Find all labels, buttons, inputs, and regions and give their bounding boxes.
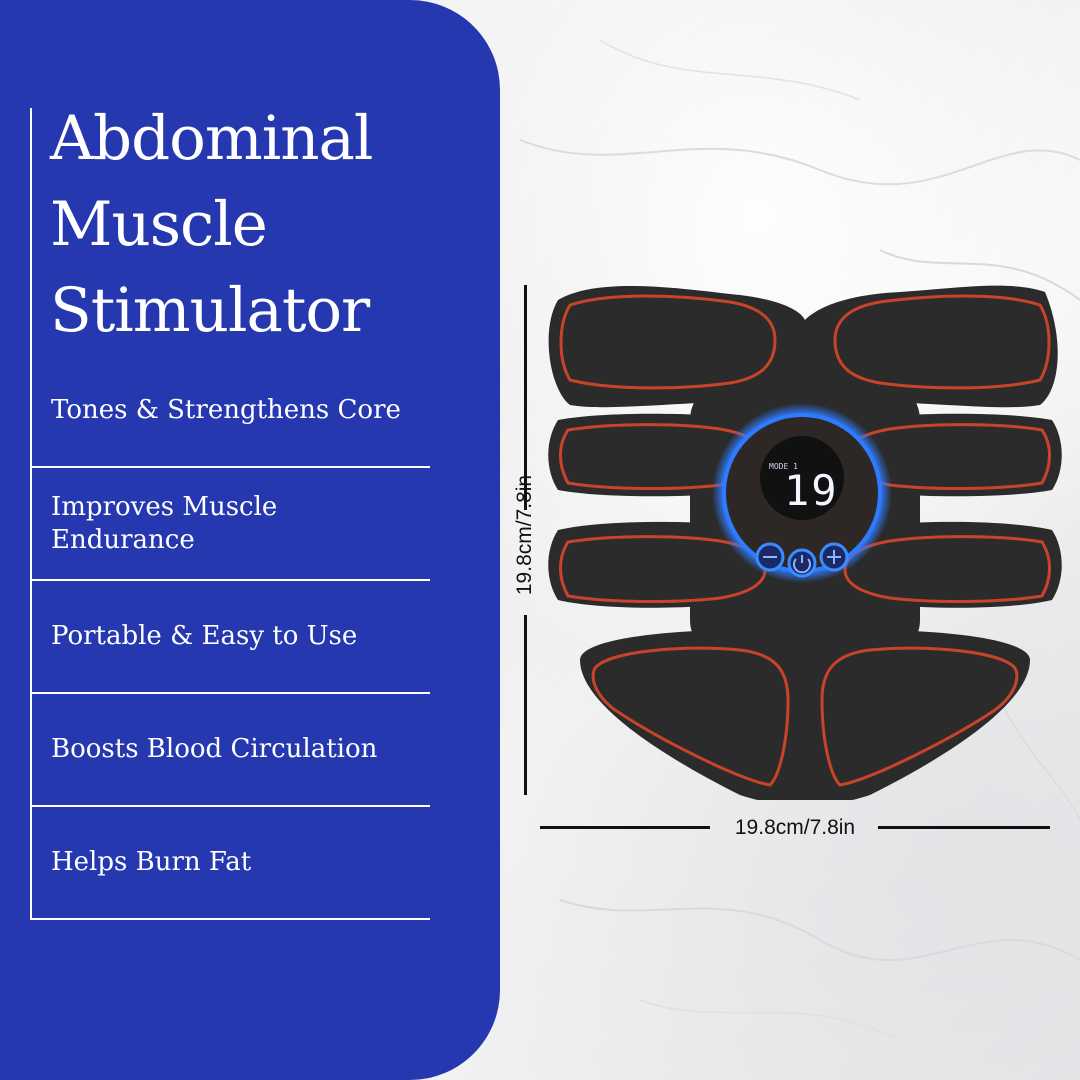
feature-label: Tones & Strengthens Core [51, 395, 401, 425]
blue-feature-panel: Abdominal Muscle Stimulator Tones & Stre… [0, 0, 500, 1080]
feature-item: Portable & Easy to Use [30, 581, 430, 694]
height-dimension-label: 19.8cm/7.8in [513, 474, 536, 596]
feature-item: Tones & Strengthens Core [30, 355, 430, 468]
height-dimension-line-top [524, 285, 527, 510]
device-mode-label: MODE 1 [769, 462, 798, 471]
control-unit [712, 403, 892, 583]
feature-label: Helps Burn Fat [51, 847, 252, 877]
width-dimension-line-left [540, 826, 710, 829]
feature-item: Helps Burn Fat [30, 807, 430, 920]
feature-label: Boosts Blood Circulation [51, 734, 378, 764]
device-display-value: 19 [784, 466, 839, 515]
feature-item: Improves Muscle Endurance [30, 468, 430, 581]
feature-label: Portable & Easy to Use [51, 621, 358, 651]
product-title: Abdominal Muscle Stimulator [50, 103, 373, 346]
height-dimension-line-bottom [524, 615, 527, 795]
feature-item: Boosts Blood Circulation [30, 694, 430, 807]
panel-vertical-line [30, 108, 32, 918]
width-dimension-line-right [878, 826, 1050, 829]
ems-device-image [548, 285, 1062, 800]
feature-label: Improves Muscle Endurance [51, 491, 278, 555]
width-dimension-label: 19.8cm/7.8in [734, 816, 856, 839]
